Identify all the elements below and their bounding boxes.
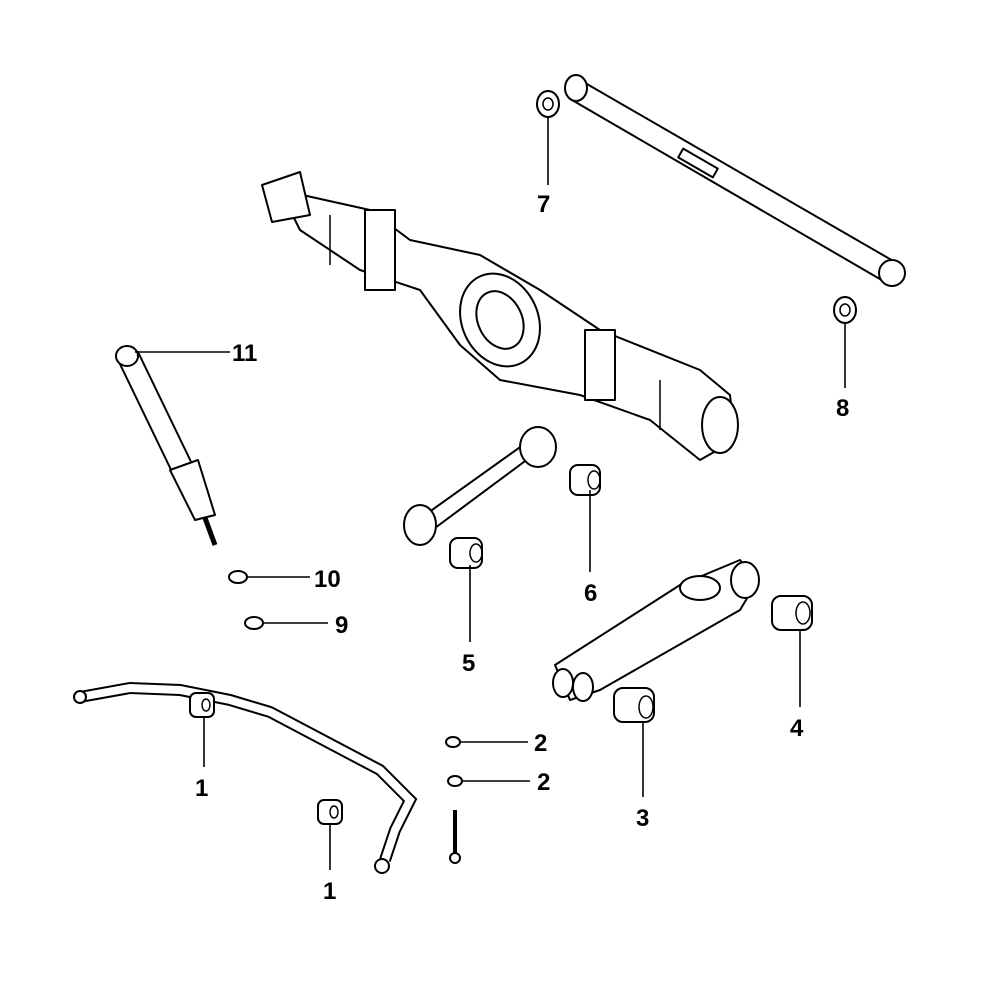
callout-8: 8 xyxy=(836,395,849,422)
bushing-9 xyxy=(244,616,264,630)
bushing-5 xyxy=(449,537,483,569)
bushing-8 xyxy=(833,296,857,324)
callout-11: 11 xyxy=(232,340,257,367)
callout-5: 5 xyxy=(462,650,475,677)
shock-absorber xyxy=(115,345,218,546)
bushing-6 xyxy=(569,464,601,496)
callout-9: 9 xyxy=(335,612,348,639)
callout-7: 7 xyxy=(537,191,550,218)
bushing-2-upper xyxy=(445,736,461,748)
bushing-3 xyxy=(613,687,655,723)
bushing-1-upper xyxy=(189,692,215,718)
callout-6: 6 xyxy=(584,580,597,607)
lateral-rod xyxy=(564,74,906,287)
callout-2-lower: 2 xyxy=(537,769,550,796)
callout-3: 3 xyxy=(636,805,649,832)
callout-2-upper: 2 xyxy=(534,730,547,757)
bushing-4 xyxy=(771,595,813,631)
callout-1-upper: 1 xyxy=(195,775,208,802)
rear-axle-housing xyxy=(261,171,739,461)
callout-1-lower: 1 xyxy=(323,878,336,905)
stabilizer-bar xyxy=(73,681,418,874)
bushing-2-lower xyxy=(447,775,463,787)
callout-4: 4 xyxy=(790,715,804,742)
lower-arm xyxy=(552,559,760,702)
bushing-10 xyxy=(228,570,248,584)
upper-link xyxy=(403,426,557,546)
bushing-7 xyxy=(536,90,560,118)
stabilizer-link xyxy=(449,810,461,864)
leader-lines xyxy=(135,117,846,870)
callout-10: 10 xyxy=(314,566,341,593)
bushing-1-lower xyxy=(317,799,343,825)
